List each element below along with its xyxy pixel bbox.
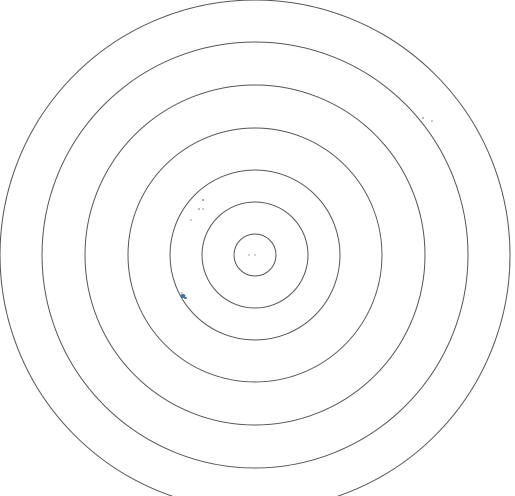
speck [198,208,200,210]
speck [202,199,204,201]
speck [422,117,424,119]
ring-5 [84,84,426,426]
ring-4 [127,127,383,383]
speck [431,120,433,122]
ring-3 [169,169,341,341]
speck-group [181,117,433,294]
ring-1 [233,233,277,277]
speck [248,254,250,256]
speck [181,292,183,294]
blue-marker-tail [184,297,187,299]
ring-2 [201,201,309,309]
blue-marker [180,294,186,298]
speck [202,208,204,210]
speck [190,219,192,221]
speck [254,254,256,256]
marker-group [180,294,187,299]
ring-6 [41,41,469,469]
